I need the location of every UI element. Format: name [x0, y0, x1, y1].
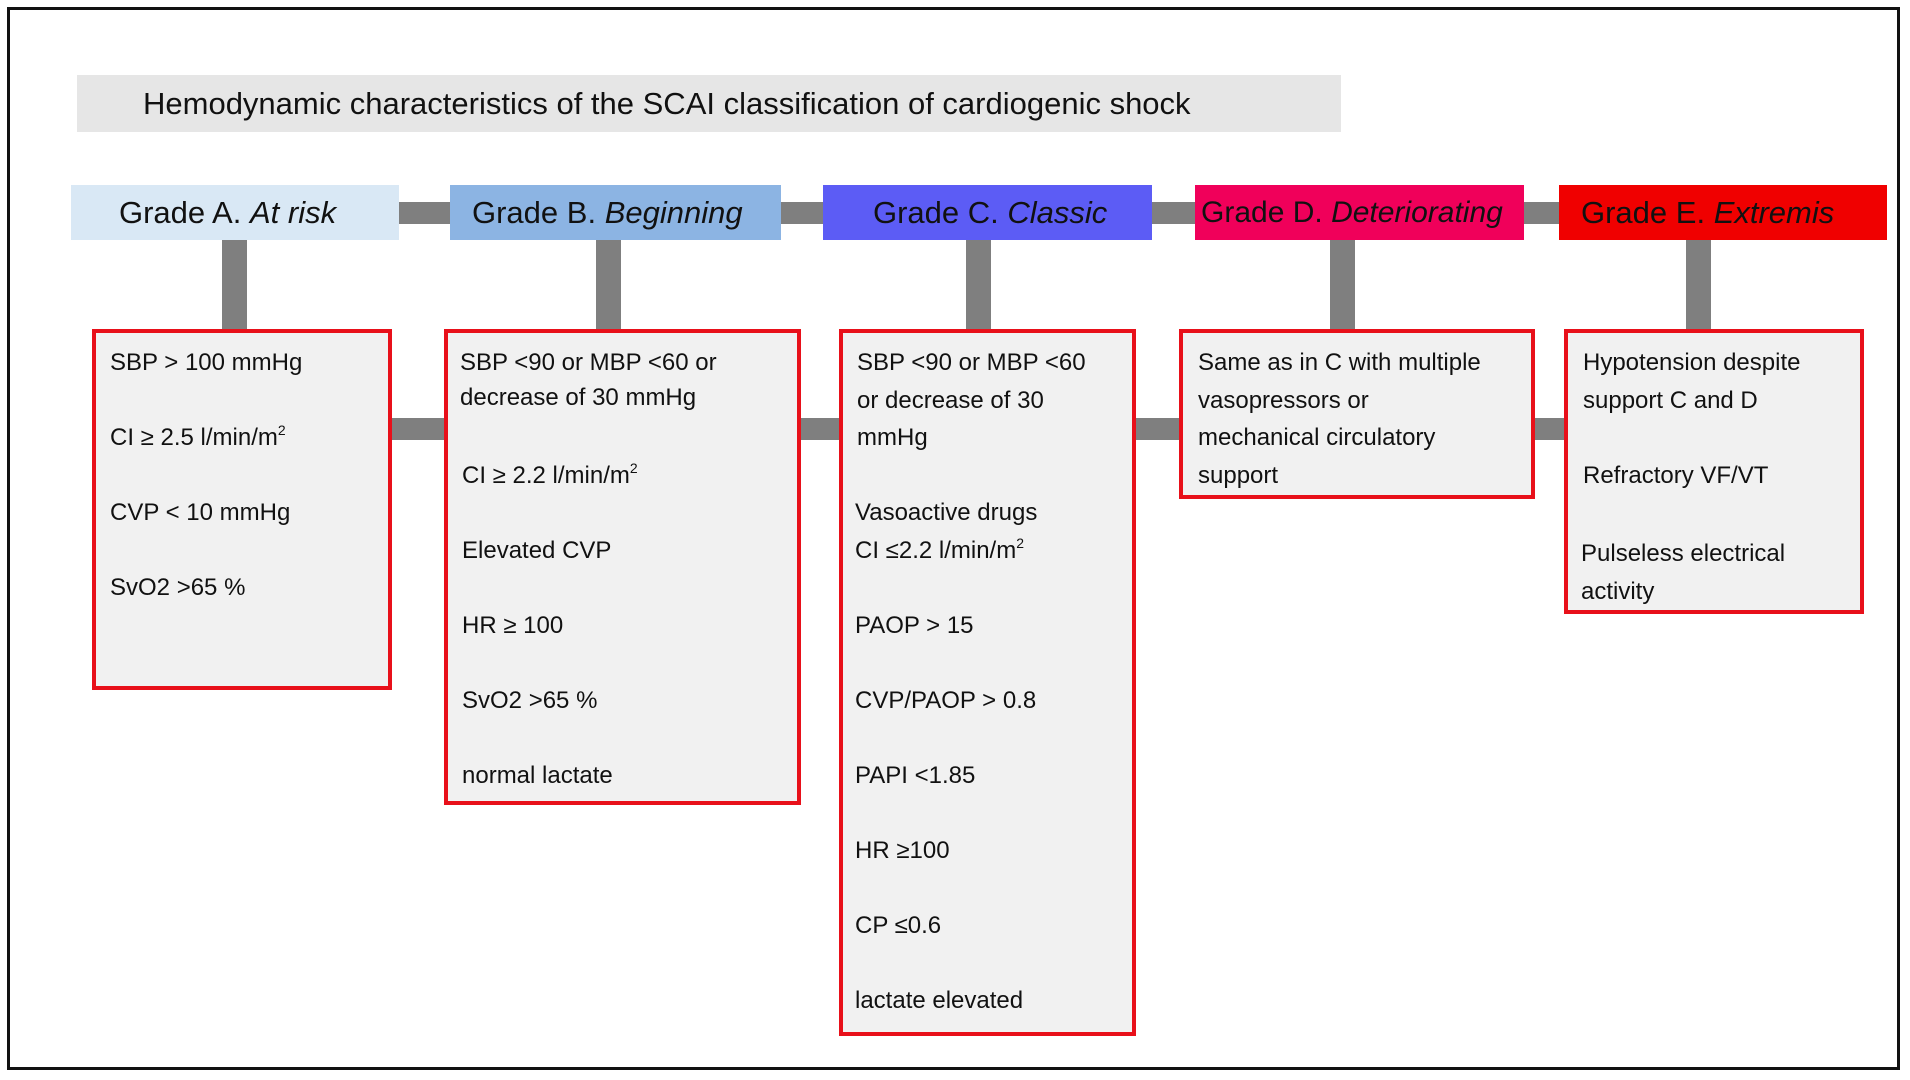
grade-a-label: Grade A. At risk [119, 194, 337, 230]
grade-a-cvp: CVP < 10 mmHg [110, 499, 291, 526]
grade-e-label: Grade E. Extremis [1581, 194, 1835, 230]
grade-c-cvp-paop: CVP/PAOP > 0.8 [855, 687, 1037, 714]
grade-d-line-4: support [1198, 462, 1279, 489]
grade-a-sbp: SBP > 100 mmHg [110, 349, 303, 376]
grade-d-label: Grade D. Deteriorating [1201, 195, 1503, 229]
grade-c-sbp-line-1: SBP <90 or MBP <60 [857, 349, 1086, 376]
grade-d-line-2: vasopressors or [1198, 387, 1369, 414]
grade-a-header: Grade A. At risk [71, 185, 399, 240]
grade-c-cp: CP ≤0.6 [855, 912, 942, 939]
connector-box-a-b [392, 418, 444, 440]
grade-b-hr: HR ≥ 100 [462, 612, 564, 639]
connector-vertical-d [1330, 240, 1355, 329]
grade-e-pea-line-2: activity [1581, 578, 1655, 605]
connector-grade-b-c [781, 202, 823, 224]
grade-e-refractory: Refractory VF/VT [1583, 462, 1769, 489]
connector-box-d-e [1535, 418, 1564, 440]
superscript-2: 2 [629, 460, 638, 476]
connector-vertical-e [1686, 240, 1711, 329]
superscript-2: 2 [1016, 535, 1024, 551]
grade-a-criteria-box: SBP > 100 mmHg CI ≥ 2.5 l/min/m2 CVP < 1… [92, 329, 392, 690]
grade-c-criteria-box: SBP <90 or MBP <60 or decrease of 30 mmH… [839, 329, 1136, 1036]
connector-grade-d-e [1524, 202, 1559, 224]
connector-box-b-c [801, 418, 839, 440]
grade-a-ci: CI ≥ 2.5 l/min/m2 [110, 422, 286, 451]
grade-c-header: Grade C. Classic [823, 185, 1152, 240]
grade-b-ci: CI ≥ 2.2 l/min/m2 [462, 460, 638, 489]
figure-title-text: Hemodynamic characteristics of the SCAI … [143, 85, 1191, 121]
grade-d-line-3: mechanical circulatory [1198, 424, 1436, 451]
superscript-2: 2 [277, 422, 286, 438]
grade-c-papi: PAPI <1.85 [855, 762, 976, 789]
grade-d-header: Grade D. Deteriorating [1195, 185, 1524, 240]
grade-b-header: Grade B. Beginning [450, 185, 781, 240]
connector-vertical-c [966, 240, 991, 329]
grade-c-ci: CI ≤2.2 l/min/m2 [855, 535, 1024, 564]
grade-c-label: Grade C. Classic [873, 194, 1108, 230]
grade-b-sbp-line-2: decrease of 30 mmHg [460, 384, 697, 411]
figure-frame [7, 7, 1900, 1070]
grade-d-criteria-box: Same as in C with multiple vasopressors … [1179, 329, 1535, 499]
grade-d-line-1: Same as in C with multiple [1198, 349, 1481, 376]
connector-grade-a-b [399, 202, 450, 224]
grade-e-pea-line-1: Pulseless electrical [1581, 540, 1786, 567]
grade-b-cvp: Elevated CVP [462, 537, 612, 564]
connector-box-c-d [1136, 418, 1179, 440]
connector-grade-c-d [1152, 202, 1195, 224]
grade-b-svo2: SvO2 >65 % [462, 687, 598, 714]
grade-b-label: Grade B. Beginning [472, 194, 743, 230]
connector-vertical-a [222, 240, 247, 329]
grade-c-vasoactive-drugs: Vasoactive drugs [855, 499, 1038, 526]
grade-a-svo2: SvO2 >65 % [110, 574, 246, 601]
grade-e-hypotension-line-2: support C and D [1583, 387, 1758, 414]
grade-c-sbp-line-3: mmHg [857, 424, 928, 451]
grade-c-hr: HR ≥100 [855, 837, 950, 864]
grade-b-sbp-line-1: SBP <90 or MBP <60 or [460, 349, 717, 376]
grade-c-sbp-line-2: or decrease of 30 [857, 387, 1044, 414]
grade-e-criteria-box: Hypotension despite support C and D Refr… [1564, 329, 1864, 614]
grade-b-criteria-box: SBP <90 or MBP <60 or decrease of 30 mmH… [444, 329, 801, 805]
grade-b-lactate: normal lactate [462, 762, 613, 789]
grade-c-paop: PAOP > 15 [855, 612, 974, 639]
grade-e-hypotension-line-1: Hypotension despite [1583, 349, 1801, 376]
grade-c-lactate: lactate elevated [855, 987, 1024, 1014]
grade-e-header: Grade E. Extremis [1559, 185, 1887, 240]
figure-title: Hemodynamic characteristics of the SCAI … [77, 75, 1341, 132]
connector-vertical-b [596, 240, 621, 329]
